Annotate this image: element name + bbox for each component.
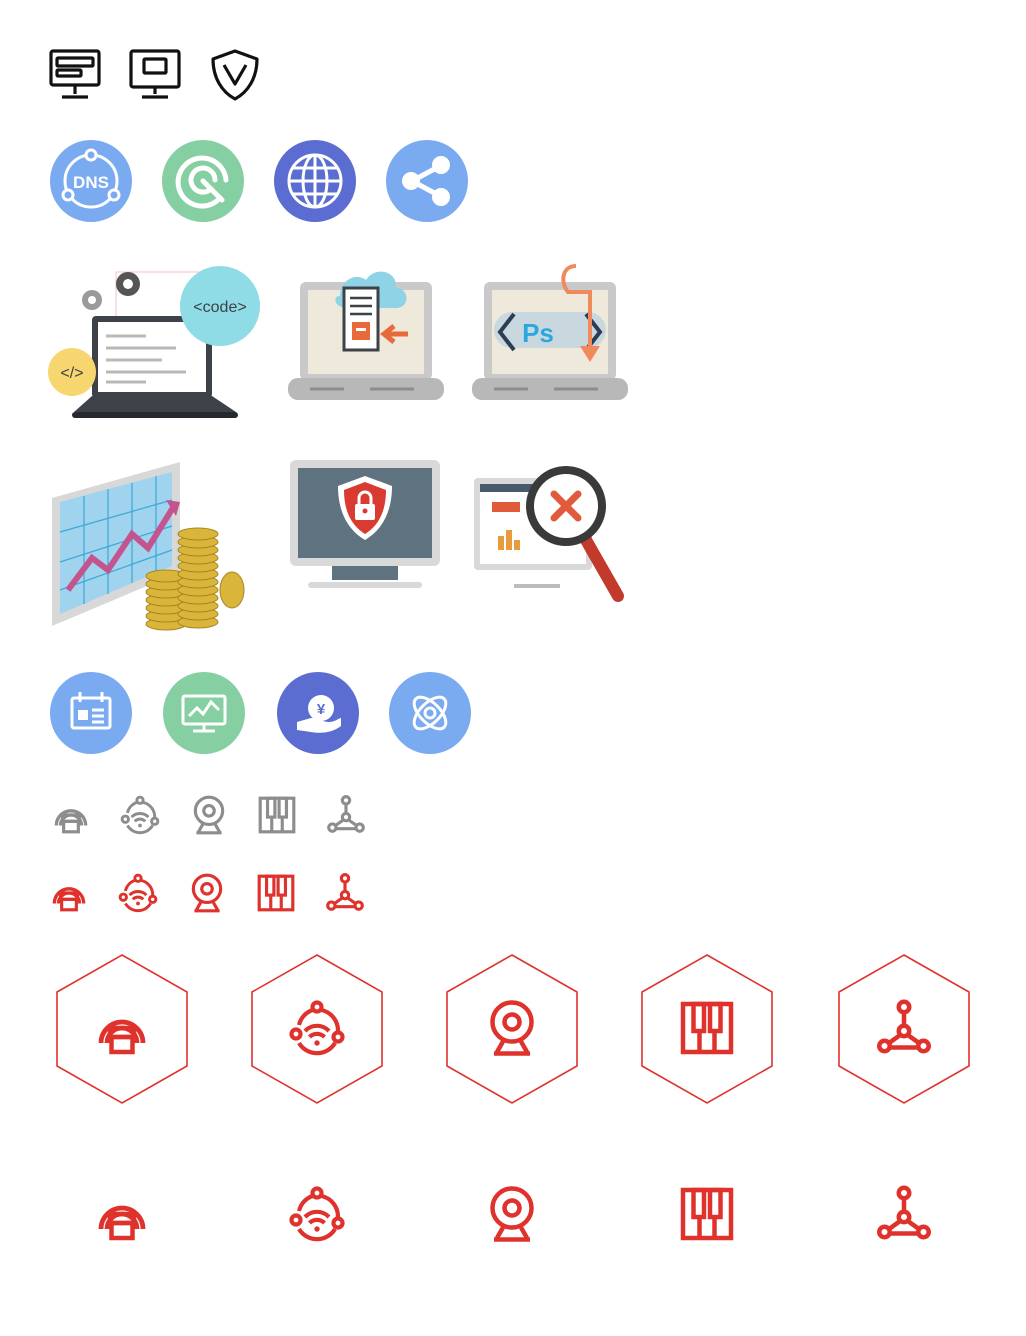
- refresh-cycle-badge: [162, 140, 244, 222]
- hand-money-badge: ¥: [277, 672, 359, 754]
- atom-badge: [389, 672, 471, 754]
- code-laptop-illustration: <code> </>: [46, 260, 260, 424]
- security-monitor-illustration: [290, 460, 440, 590]
- dns-badge: DNS: [50, 140, 132, 222]
- piano-keys-hex-icon: [641, 954, 773, 1104]
- shield-icon: [208, 48, 262, 102]
- webcam-icon-red: [186, 872, 228, 914]
- smart-hub-icon-gray: [119, 794, 161, 836]
- desktop-monitor-icon: [128, 48, 182, 102]
- webcam-icon-gray: [188, 794, 230, 836]
- robot-vacuum-icon-large: [92, 1184, 152, 1244]
- robot-vacuum-icon-red: [48, 872, 90, 914]
- ps-text: Ps: [522, 318, 554, 348]
- dns-label: DNS: [73, 173, 109, 192]
- piano-keys-icon-large: [677, 1184, 737, 1244]
- webcam-hex-icon: [446, 954, 578, 1104]
- server-monitor-icon: [48, 48, 102, 102]
- piano-keys-icon-gray: [256, 794, 298, 836]
- photoshop-laptop-illustration: Ps: [472, 262, 628, 402]
- monitor-chart-badge: [163, 672, 245, 754]
- webcam-icon-large: [482, 1184, 542, 1244]
- cloud-upload-laptop-illustration: [288, 262, 444, 402]
- calendar-badge: [50, 672, 132, 754]
- yen-symbol: ¥: [317, 701, 326, 718]
- code-bubble-text: <code>: [193, 299, 246, 316]
- network-nodes-hex-icon: [838, 954, 970, 1104]
- piano-keys-icon-red: [255, 872, 297, 914]
- search-error-monitor-illustration: [474, 460, 628, 606]
- robot-vacuum-icon-gray: [50, 794, 92, 836]
- finance-growth-illustration: [48, 462, 248, 634]
- network-nodes-icon-gray: [325, 794, 367, 836]
- network-nodes-icon-red: [324, 872, 366, 914]
- share-badge: [386, 140, 468, 222]
- code-tag-text: </>: [60, 365, 83, 382]
- network-nodes-icon-large: [874, 1184, 934, 1244]
- smart-hub-hex-icon: [251, 954, 383, 1104]
- smart-hub-icon-large: [287, 1184, 347, 1244]
- globe-badge: [274, 140, 356, 222]
- robot-vacuum-hex-icon: [56, 954, 188, 1104]
- smart-hub-icon-red: [117, 872, 159, 914]
